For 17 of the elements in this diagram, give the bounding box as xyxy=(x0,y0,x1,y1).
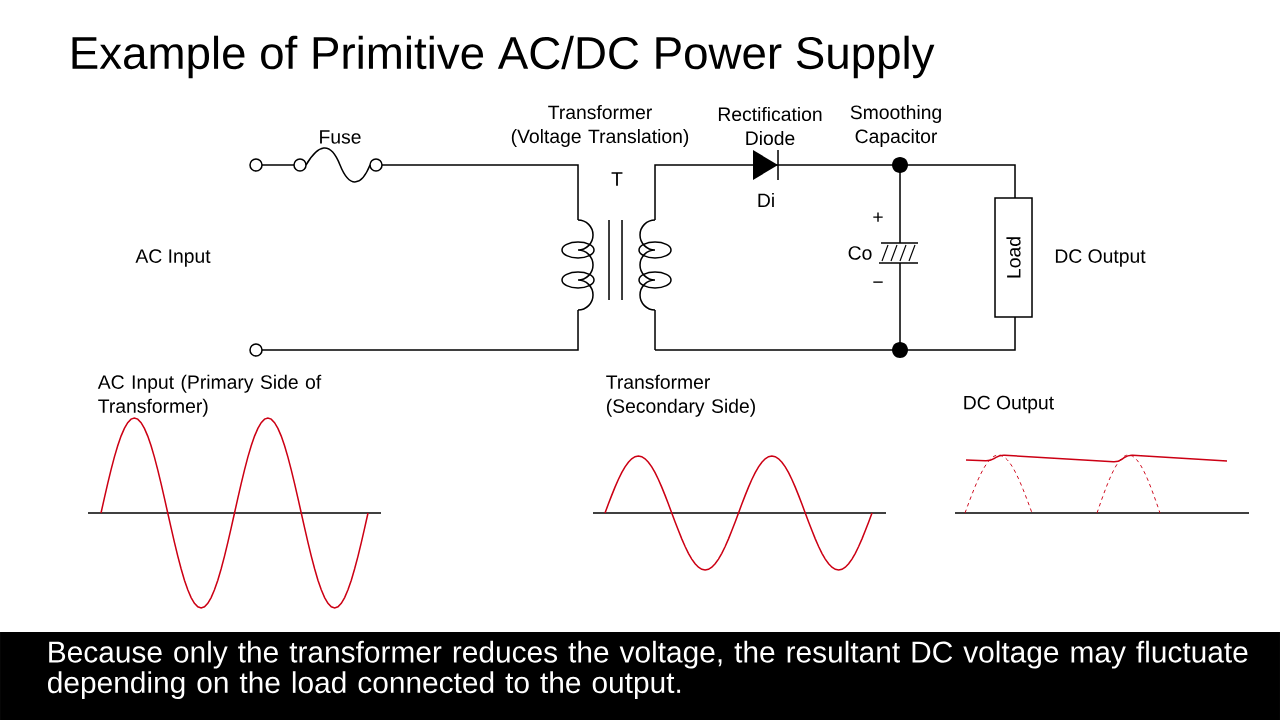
label: DC Output xyxy=(1055,249,1146,267)
label: AC Input (Primary Side of Transformer) xyxy=(97,374,322,417)
label: Smoothing Capacitor xyxy=(850,105,941,147)
label: Di xyxy=(758,193,774,207)
label: Transformer (Voltage Translation) xyxy=(511,105,689,147)
label: + xyxy=(873,212,883,222)
label: − xyxy=(873,281,883,283)
label: T xyxy=(611,172,623,186)
label: DC Output xyxy=(964,395,1054,414)
label: Fuse xyxy=(320,130,361,144)
label: AC Input xyxy=(135,249,211,267)
label: Co xyxy=(848,246,872,260)
load-box: Load xyxy=(994,197,1033,318)
title: Example of Primitive AC/DC Power Supply xyxy=(72,35,935,79)
caption-band: Because only the transformer reduces the voltage, the resultant DC voltage may fluctuate depending on the load connected to the output. xyxy=(0,632,1280,720)
label: Rectification Diode xyxy=(718,106,822,146)
label: Transformer (Secondary Side) xyxy=(606,374,755,417)
